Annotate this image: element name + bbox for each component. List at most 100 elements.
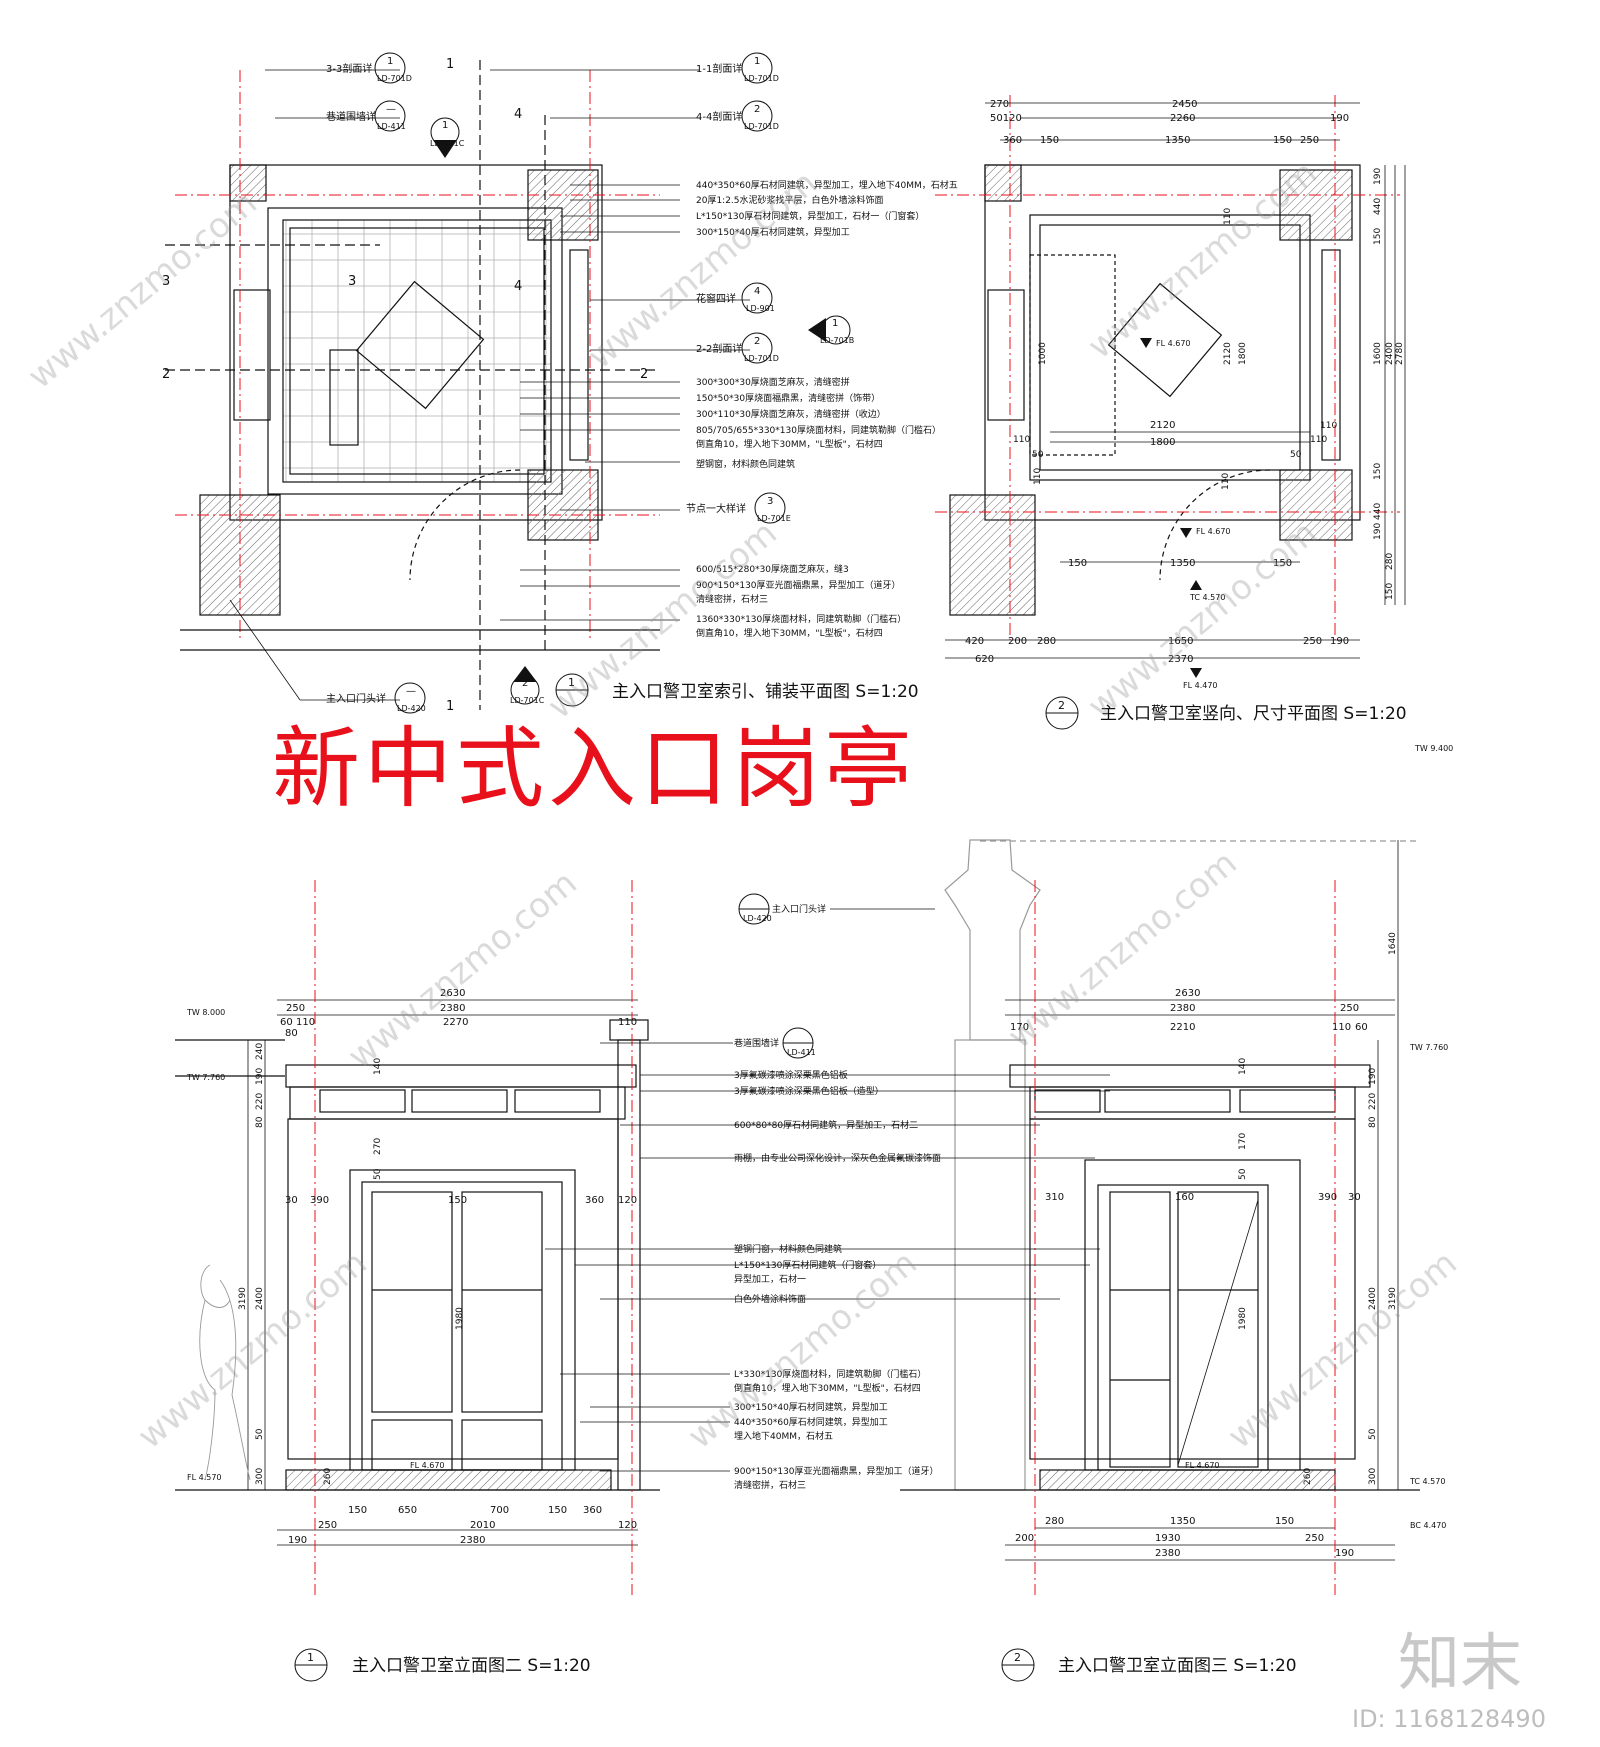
- dim-text: 150: [448, 1195, 467, 1206]
- dim-text: 270: [373, 1138, 383, 1155]
- dim-text: 110: [618, 1017, 637, 1028]
- callout-ref: LD-701E: [757, 514, 791, 523]
- dim-text: 50: [255, 1428, 265, 1440]
- callout-label: 花窗四详: [696, 292, 736, 305]
- dim-text: 150: [1273, 558, 1292, 569]
- dim-text: 150: [1068, 558, 1087, 569]
- dim-text: 80: [255, 1116, 265, 1128]
- material-note: L*330*130厚烧面材料，同建筑勒脚（门槛石）: [734, 1368, 926, 1380]
- elev-2-frieze-panel: [319, 1089, 406, 1113]
- dim-text: 150: [1040, 135, 1059, 146]
- drawing-badge-num: 1: [307, 1651, 314, 1664]
- material-note: 805/705/655*330*130厚烧面材料，同建筑勒脚（门槛石）: [696, 424, 941, 436]
- level-text: FL 4.470: [1183, 681, 1218, 690]
- elev-2-pier-cap: [609, 1019, 649, 1041]
- material-note: 清缝密拼，石材三: [696, 593, 768, 605]
- material-note: 900*150*130厚亚光面福鼎黑，异型加工（道牙）: [734, 1465, 939, 1477]
- drawing-badge-num: 2: [1058, 699, 1065, 712]
- elev-3-frieze-panel: [1239, 1089, 1336, 1113]
- dim-text: 250: [286, 1003, 305, 1014]
- dim-text: 150: [1385, 583, 1395, 600]
- material-note: 440*350*60厚石材同建筑，异型加工，埋入地下40MM，石材五: [696, 179, 958, 191]
- dim-text: 1350: [1170, 1516, 1195, 1527]
- plan-1-outer-wall: [229, 164, 603, 521]
- dim-text: 120: [618, 1195, 637, 1206]
- material-note: 倒直角10，埋入地下30MM，"L型板"，石材四: [696, 627, 883, 639]
- callout-num: —: [406, 686, 416, 697]
- dim-text: 50: [1238, 1168, 1248, 1180]
- dim-text: 1000: [1038, 342, 1048, 365]
- dim-text: 110: [296, 1017, 315, 1028]
- callout-label: 巷道围墙详: [326, 110, 376, 123]
- level-text: TW 9.400: [1414, 744, 1453, 753]
- level-text: BC 4.470: [1410, 1521, 1446, 1530]
- level-text: TW 8.000: [186, 1008, 225, 1017]
- plan-1-furniture-desk: [329, 349, 359, 446]
- dim-text: 140: [1238, 1058, 1248, 1075]
- section-mark: 4: [514, 279, 522, 294]
- dim-text: 150: [1373, 228, 1383, 245]
- image-id: ID: 1168128490: [1352, 1705, 1546, 1733]
- material-note: 倒直角10，埋入地下30MM，"L型板"，石材四: [696, 438, 883, 450]
- dim-text: 170: [1238, 1133, 1248, 1150]
- level-text: FL 4.670: [410, 1461, 445, 1470]
- dim-text: 300: [255, 1468, 265, 1485]
- material-note: 300*150*40厚石材同建筑，异型加工: [696, 226, 850, 238]
- dim-text: 2370: [1168, 654, 1193, 665]
- callout-ref: LD-701D: [744, 354, 779, 363]
- plan-2-window-frame: [987, 289, 1025, 421]
- elev-2-frieze-panel: [514, 1089, 601, 1113]
- plan-2-outer-wall: [984, 164, 1361, 521]
- elevation-2: [175, 880, 660, 1595]
- level-text: TW 7.760: [186, 1073, 225, 1082]
- elev-3-frieze-panel: [1104, 1089, 1231, 1113]
- dim-text: 1650: [1168, 636, 1193, 647]
- dim-text: 360: [585, 1195, 604, 1206]
- elev-2-cornice: [285, 1064, 637, 1088]
- dim-text: 250: [318, 1520, 337, 1531]
- elev-3-frieze-panel: [1034, 1089, 1101, 1113]
- level-text: TW 7.760: [1409, 1043, 1448, 1052]
- callout-ref: LD-420: [397, 704, 426, 713]
- dim-text: 140: [373, 1058, 383, 1075]
- callout-num: 2: [754, 104, 760, 115]
- dim-text: 30: [1348, 1192, 1361, 1203]
- main-title: 新中式入口岗亭: [272, 717, 917, 820]
- material-note: 埋入地下40MM，石材五: [734, 1430, 833, 1442]
- marker-num: 1: [832, 318, 838, 329]
- plan-1-door-swing: [409, 469, 521, 581]
- dim-text: 50120: [990, 113, 1022, 124]
- dim-text: 440: [1373, 198, 1383, 215]
- elev-3-wall: [1029, 1118, 1356, 1460]
- dim-text: 1800: [1238, 342, 1248, 365]
- callout-ref: LD-701D: [744, 122, 779, 131]
- dim-text: 280: [1045, 1516, 1064, 1527]
- level-text: TC 4.570: [1409, 1477, 1445, 1486]
- dim-text: 50: [1368, 1428, 1378, 1440]
- plan-2-furniture-chair: [1107, 282, 1223, 398]
- dim-text: 50: [1290, 450, 1302, 460]
- elev-3-cornice: [1009, 1064, 1371, 1088]
- dim-text: 110: [1223, 208, 1233, 225]
- dim-text: 2260: [1170, 113, 1195, 124]
- plan-2-corner-pier: [984, 164, 1022, 202]
- dim-text: 190: [288, 1535, 307, 1546]
- callout-num: 1: [754, 56, 760, 67]
- material-note: 20厚1:2.5水泥砂浆找平层，白色外墙涂料饰面: [696, 194, 884, 206]
- callout-ref: LD-701D: [377, 74, 412, 83]
- material-note: 巷道围墙详: [734, 1037, 779, 1049]
- callout-num: —: [386, 104, 396, 115]
- dim-text: 190: [1330, 113, 1349, 124]
- callout-num: 3: [767, 496, 773, 507]
- dim-text: 2630: [1175, 988, 1200, 999]
- dim-text: 310: [1045, 1192, 1064, 1203]
- dim-text: 190: [1373, 523, 1383, 540]
- plan-1-floor-paving: [282, 219, 552, 483]
- dim-text: 110: [1013, 435, 1030, 445]
- dim-text: 250: [1340, 1003, 1359, 1014]
- dim-text: 110: [1221, 473, 1231, 490]
- dim-text: 250: [1300, 135, 1319, 146]
- dim-text: 2120: [1150, 420, 1175, 431]
- dim-text: 250: [1305, 1533, 1324, 1544]
- dim-text: 190: [1368, 1068, 1378, 1085]
